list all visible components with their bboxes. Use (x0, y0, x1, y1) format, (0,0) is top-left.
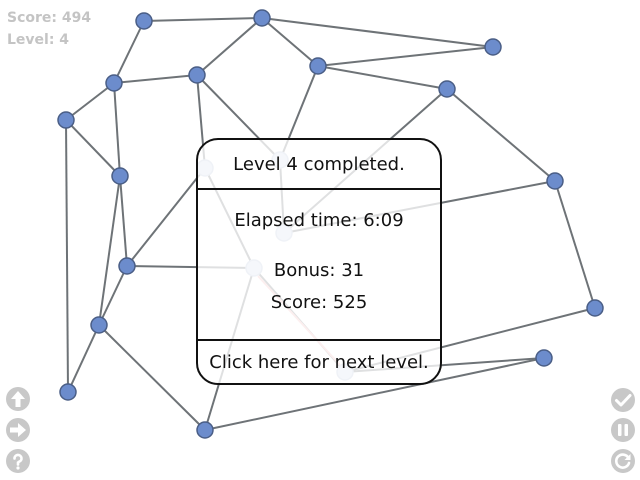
graph-node[interactable] (309, 57, 327, 75)
graph-node[interactable] (196, 421, 214, 439)
graph-node[interactable] (135, 12, 153, 30)
help-icon (13, 453, 23, 470)
dialog-title: Level 4 completed. (198, 140, 440, 190)
graph-edge (143, 17, 263, 22)
next-button[interactable] (6, 418, 30, 442)
graph-node[interactable] (253, 9, 271, 27)
next-level-button[interactable]: Click here for next level. (198, 339, 440, 383)
graph-edge (65, 119, 121, 177)
graph-edge (317, 46, 494, 67)
up-arrow-icon (11, 391, 25, 407)
graph-edge (554, 180, 596, 309)
graph-edge (98, 265, 128, 326)
graph-edge (98, 175, 121, 326)
graph-edge (65, 82, 115, 121)
graph-edge (446, 88, 556, 182)
up-button[interactable] (6, 387, 30, 411)
graph-edge (261, 17, 494, 48)
right-arrow-icon (10, 423, 26, 437)
restart-icon (615, 453, 631, 469)
graph-node[interactable] (90, 316, 108, 334)
graph-node[interactable] (105, 74, 123, 92)
graph-node[interactable] (586, 299, 604, 317)
graph-edge (113, 74, 198, 84)
graph-node[interactable] (59, 383, 77, 401)
graph-node[interactable] (438, 80, 456, 98)
restart-button[interactable] (611, 449, 635, 473)
bonus-value: Bonus: 31 (273, 260, 365, 281)
graph-edge (204, 357, 545, 431)
graph-node[interactable] (57, 111, 75, 129)
graph-edge (113, 82, 121, 177)
pause-button[interactable] (611, 418, 635, 442)
graph-node[interactable] (484, 38, 502, 56)
graph-node[interactable] (546, 172, 564, 190)
graph-node[interactable] (118, 257, 136, 275)
checkmark-icon (615, 394, 632, 407)
graph-edge (196, 17, 263, 76)
graph-edge (126, 167, 206, 267)
elapsed-time: Elapsed time: 6:09 (234, 210, 404, 231)
graph-node[interactable] (535, 349, 553, 367)
level-complete-dialog: Level 4 completed. Elapsed time: 6:09 Bo… (196, 138, 442, 385)
check-button[interactable] (611, 388, 635, 412)
final-score: Score: 525 (270, 292, 368, 313)
graph-edge (261, 17, 319, 67)
graph-edge (67, 324, 100, 393)
graph-node[interactable] (188, 66, 206, 84)
level-label: Level: 4 (7, 32, 70, 48)
score-label: Score: 494 (7, 10, 92, 26)
pause-icon (618, 424, 628, 436)
graph-edge (119, 175, 128, 267)
graph-node[interactable] (111, 167, 129, 185)
graph-edge (65, 119, 69, 393)
graph-edge (98, 324, 206, 431)
graph-edge (113, 20, 145, 84)
graph-edge (317, 65, 448, 90)
help-button[interactable] (6, 449, 30, 473)
